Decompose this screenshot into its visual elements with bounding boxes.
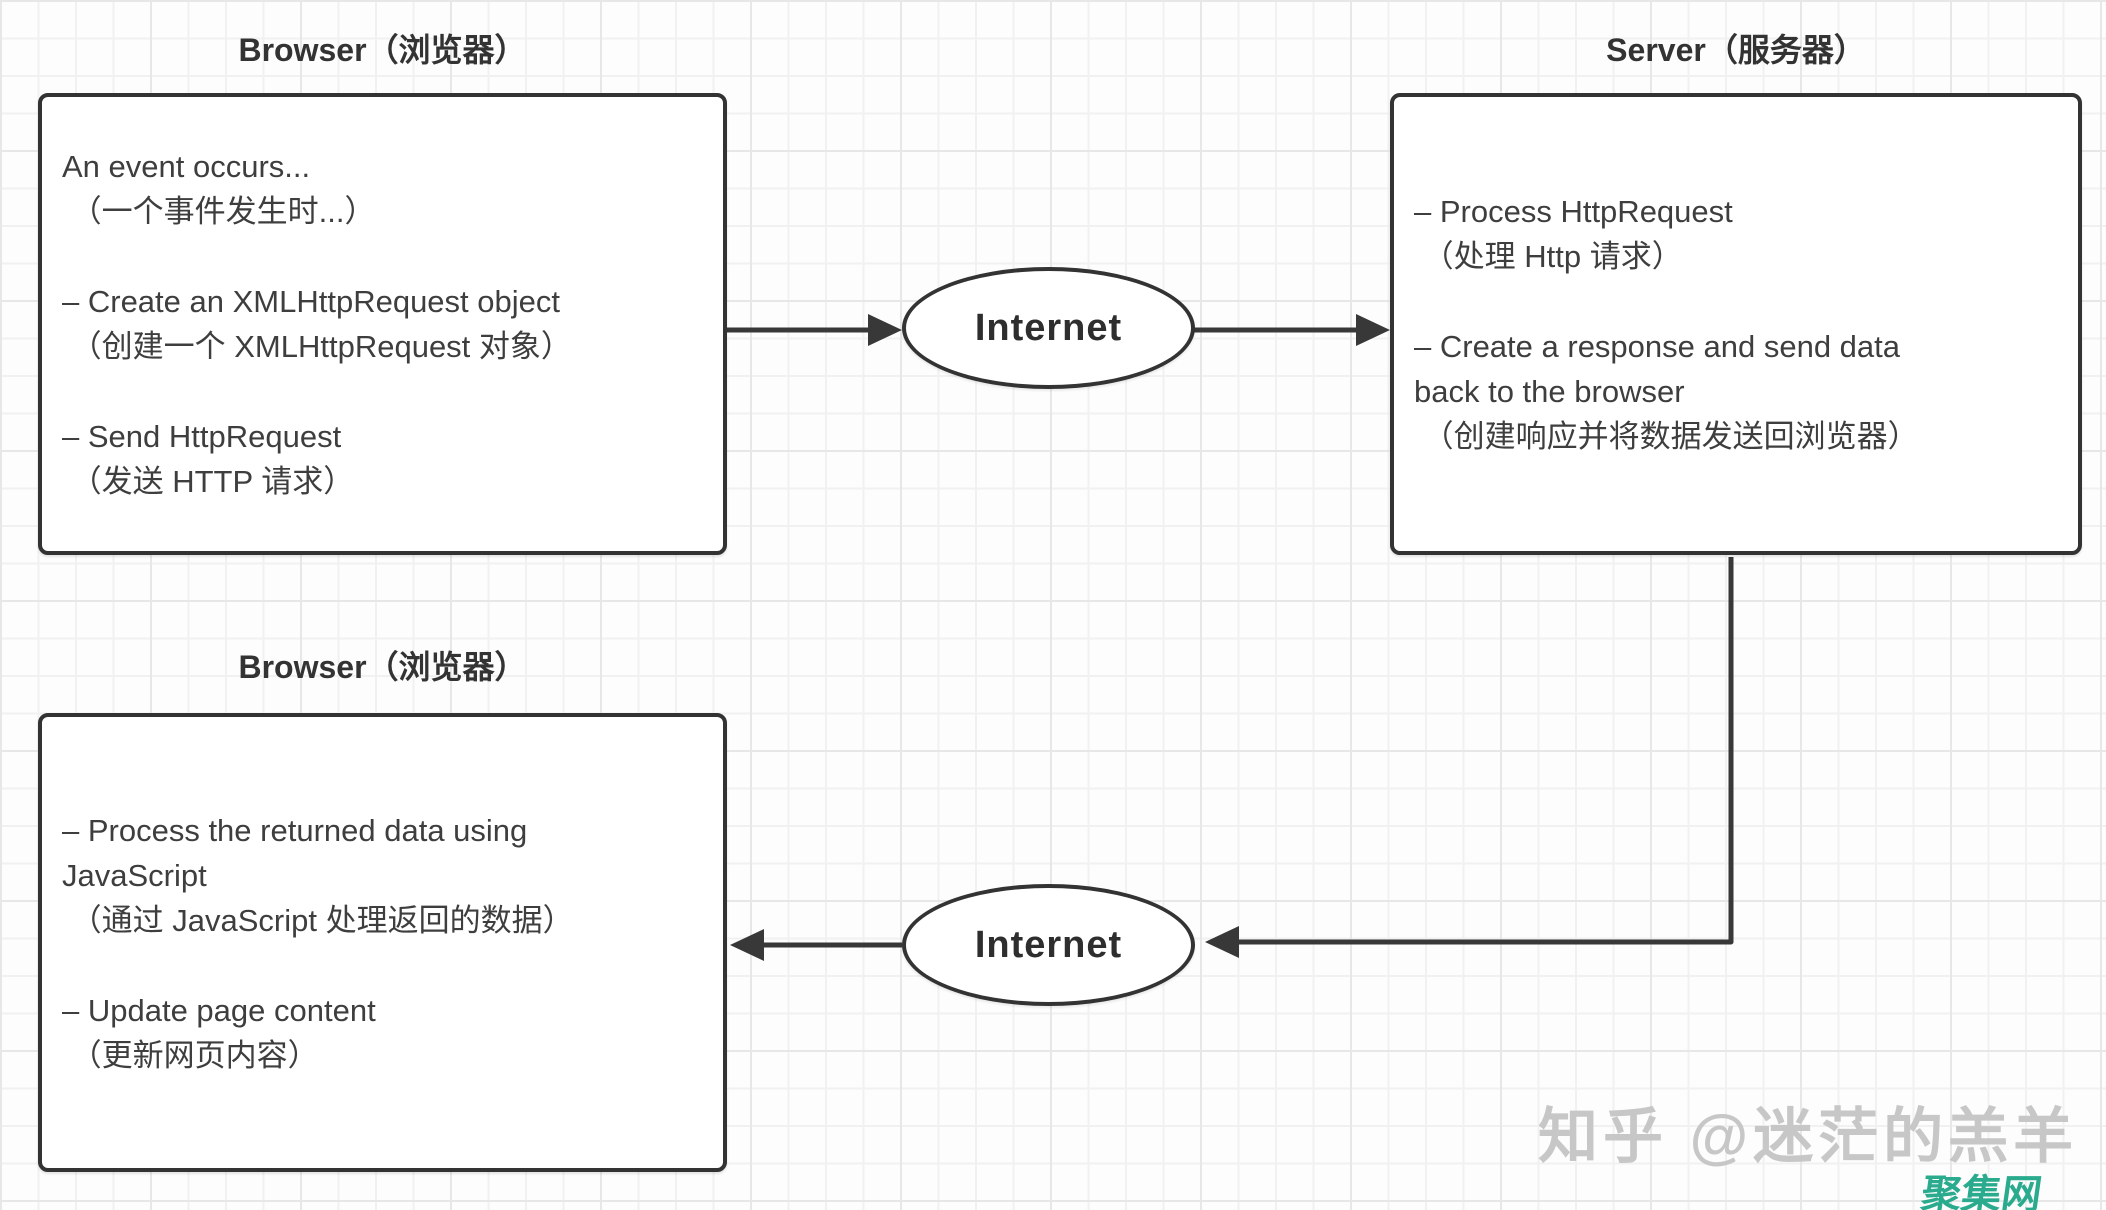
arrow-internet-to-browser bbox=[730, 929, 902, 961]
box-text-line: （通过 JavaScript 处理返回的数据） bbox=[62, 902, 574, 938]
box-text-line: （创建响应并将数据发送回浏览器） bbox=[1414, 419, 1919, 454]
internet-node-top: Internet bbox=[902, 267, 1195, 389]
box-text-line: – Send HttpRequest bbox=[62, 419, 342, 454]
arrow-server-to-internet bbox=[1205, 557, 1734, 958]
box-text-line: – Process the returned data using bbox=[62, 812, 528, 848]
box-text-line: （发送 HTTP 请求） bbox=[62, 464, 355, 499]
box-text-line: – Process HttpRequest bbox=[1414, 194, 1733, 229]
internet-label: Internet bbox=[974, 306, 1123, 349]
browser-top-box: An event occurs... （一个事件发生时...） – Create… bbox=[38, 93, 727, 555]
watermark-credit: 知乎 @迷茫的羔羊 bbox=[1538, 1103, 2079, 1170]
browser-bottom-title: Browser（浏览器） bbox=[238, 649, 527, 685]
arrow-browser-to-internet bbox=[727, 314, 902, 346]
box-text-line: An event occurs... bbox=[62, 149, 311, 184]
internet-node-bottom: Internet bbox=[902, 884, 1195, 1006]
box-text-line: （一个事件发生时...） bbox=[62, 194, 376, 229]
browser-top-title: Browser（浏览器） bbox=[238, 32, 527, 68]
internet-label: Internet bbox=[974, 923, 1123, 966]
box-text-line: （处理 Http 请求） bbox=[1414, 239, 1683, 274]
browser-bottom-box: – Process the returned data using JavaSc… bbox=[38, 713, 727, 1172]
box-text-line: back to the browser bbox=[1414, 374, 1685, 409]
watermark-site-logo: 聚集网 bbox=[1918, 1173, 2045, 1210]
box-text-line: （创建一个 XMLHttpRequest 对象） bbox=[62, 329, 572, 364]
box-text-line: JavaScript bbox=[62, 857, 207, 893]
box-text-line bbox=[1414, 279, 2066, 324]
box-text-line bbox=[62, 234, 711, 279]
box-text-line: – Create a response and send data bbox=[1414, 329, 1901, 364]
server-title: Server（服务器） bbox=[1606, 32, 1866, 68]
box-text-line bbox=[62, 369, 711, 414]
box-text-line: （更新网页内容） bbox=[62, 1037, 319, 1073]
box-text-line: – Create an XMLHttpRequest object bbox=[62, 284, 560, 319]
box-text-line: – Update page content bbox=[62, 992, 376, 1028]
box-text-line bbox=[62, 943, 711, 988]
server-box: – Process HttpRequest （处理 Http 请求） – Cre… bbox=[1390, 93, 2082, 555]
arrow-internet-to-server bbox=[1194, 314, 1390, 346]
